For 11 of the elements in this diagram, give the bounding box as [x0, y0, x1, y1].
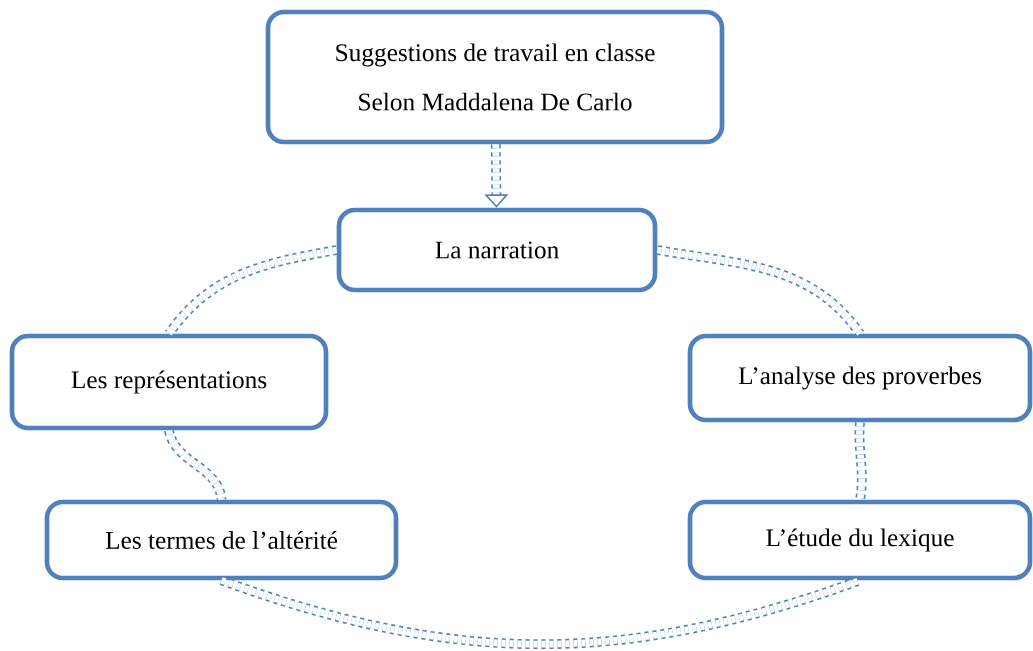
process-box: Les termes de l’altérité [44, 499, 399, 581]
connector [219, 575, 862, 650]
process-box: L’étude du lexique [687, 499, 1033, 581]
connector [164, 428, 227, 501]
process-box: Les représentations [9, 333, 329, 431]
connector [656, 245, 864, 337]
process-box: La narration [336, 207, 658, 293]
process-box: L’analyse des proverbes [687, 333, 1033, 423]
connector [165, 245, 338, 337]
process-box: Suggestions de travail en classe Selon Maddalena De Carlo [265, 9, 725, 145]
connector [854, 422, 867, 501]
